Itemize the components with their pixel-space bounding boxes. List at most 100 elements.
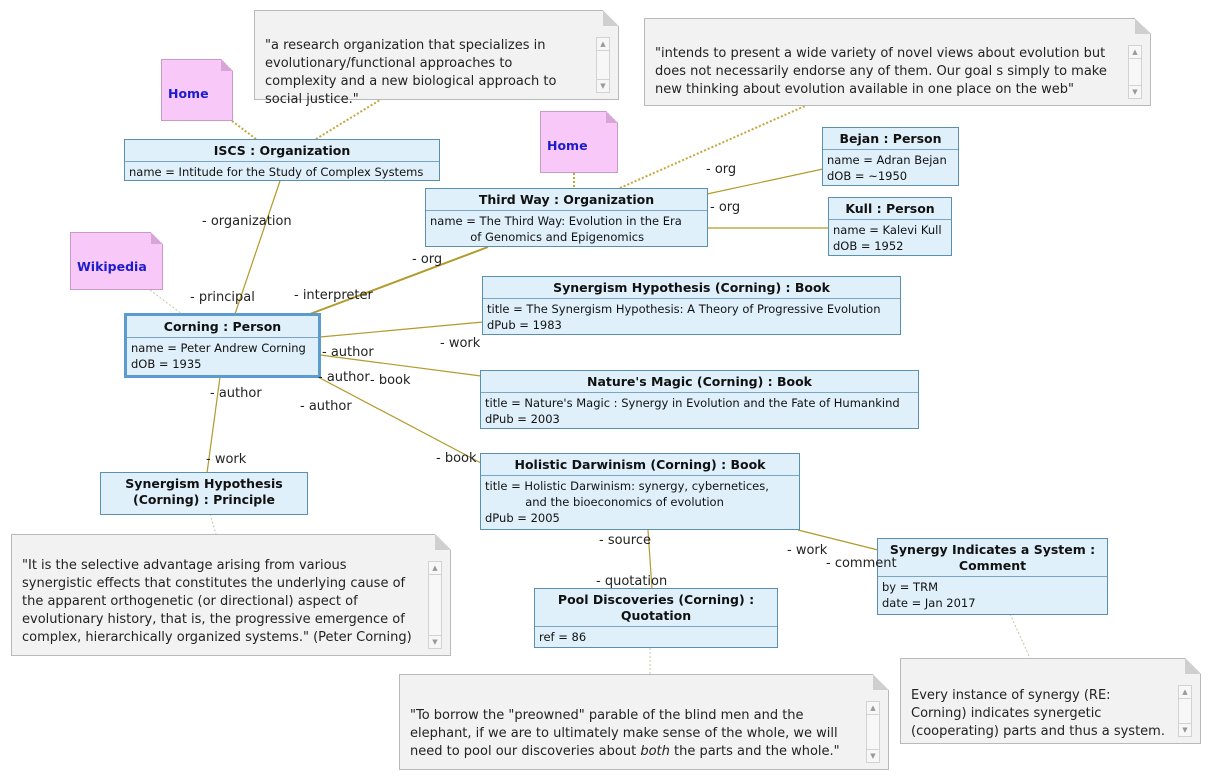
note-fold-corner bbox=[221, 59, 233, 71]
object-title: Pool Discoveries (Corning) : bbox=[557, 592, 755, 607]
role-label: - principal bbox=[190, 290, 255, 305]
note-fold-corner bbox=[873, 674, 889, 690]
link-corning-holistic bbox=[317, 376, 482, 464]
object-title: Comment bbox=[958, 558, 1027, 573]
scroll-up-icon[interactable]: ▲ bbox=[1129, 46, 1141, 59]
note-text: "intends to present a wide variety of no… bbox=[655, 46, 1107, 97]
wikipedia-link[interactable]: Wikipedia bbox=[77, 259, 147, 274]
role-label: - book bbox=[436, 451, 477, 466]
object-attribute: dPub = 2003 bbox=[485, 412, 560, 426]
natures-magic-book-object[interactable]: Nature's Magic (Corning) : Book title = … bbox=[480, 370, 919, 429]
anchor-synsys-note bbox=[1009, 613, 1031, 659]
object-title: Corning : Person bbox=[127, 316, 318, 338]
principle-quote-note: "It is the selective advantage arising f… bbox=[11, 534, 451, 656]
role-label: - source bbox=[599, 533, 651, 548]
object-title: (Corning) : Principle bbox=[133, 492, 275, 507]
anchor-principle-note bbox=[209, 513, 217, 535]
role-label: - quotation bbox=[596, 574, 668, 589]
role-label: - author bbox=[300, 399, 352, 414]
object-title: Synergism Hypothesis (Corning) : Book bbox=[483, 277, 900, 299]
bejan-person-object[interactable]: Bejan : Person name = Adran Bejan dOB = ~… bbox=[822, 127, 959, 186]
role-label: - author bbox=[210, 386, 262, 401]
role-label: - work bbox=[440, 336, 481, 351]
object-title: Holistic Darwinism (Corning) : Book bbox=[481, 454, 799, 476]
object-attribute: date = Jan 2017 bbox=[882, 596, 976, 610]
object-attribute: ref = 86 bbox=[539, 630, 587, 644]
link-corning-synhyp-book bbox=[319, 321, 484, 338]
note-fold-corner bbox=[603, 10, 619, 26]
object-attribute: dOB = 1935 bbox=[131, 357, 202, 371]
wikipedia-link-note[interactable]: Wikipedia bbox=[70, 232, 163, 290]
synergism-hypothesis-book-object[interactable]: Synergism Hypothesis (Corning) : Book ti… bbox=[482, 276, 901, 335]
scroll-up-icon[interactable]: ▲ bbox=[1179, 686, 1191, 699]
note-scrollbar[interactable]: ▲▼ bbox=[1128, 45, 1142, 99]
scroll-down-icon[interactable]: ▼ bbox=[1179, 723, 1191, 736]
note-text: "a research organization that specialize… bbox=[265, 38, 557, 107]
home-link[interactable]: Home bbox=[547, 138, 588, 153]
thirdway-description-note: "intends to present a wide variety of no… bbox=[644, 18, 1151, 106]
synsys-comment-note: Every instance of synergy (RE: Corning) … bbox=[900, 658, 1201, 744]
object-attribute: dOB = 1952 bbox=[833, 239, 904, 253]
scroll-up-icon[interactable]: ▲ bbox=[867, 702, 879, 715]
scroll-down-icon[interactable]: ▼ bbox=[1129, 85, 1141, 98]
link-holistic-synsys bbox=[797, 529, 879, 551]
anchor-iscs-note bbox=[315, 99, 381, 140]
anchor-home1 bbox=[231, 120, 257, 140]
object-attribute: dOB = ~1950 bbox=[827, 169, 908, 183]
note-text: Every instance of synergy (RE: Corning) … bbox=[911, 688, 1165, 739]
object-attribute: name = Adran Bejan bbox=[827, 153, 947, 167]
corning-person-object[interactable]: Corning : Person name = Peter Andrew Cor… bbox=[124, 313, 321, 378]
object-title: Bejan : Person bbox=[823, 128, 958, 150]
link-thirdway-corning bbox=[309, 246, 489, 315]
note-fold-corner bbox=[1185, 658, 1201, 674]
object-attribute: title = Holistic Darwinism: synergy, cyb… bbox=[485, 479, 769, 493]
synergism-hypothesis-principle-object[interactable]: Synergism Hypothesis(Corning) : Principl… bbox=[100, 472, 308, 515]
role-label: - organization bbox=[202, 214, 292, 229]
role-label: - org bbox=[710, 200, 741, 215]
role-label: - work bbox=[206, 452, 247, 467]
note-scrollbar[interactable]: ▲▼ bbox=[1178, 685, 1192, 737]
synergy-indicates-system-comment-object[interactable]: Synergy Indicates a System :Comment by =… bbox=[877, 538, 1108, 615]
link-holistic-pool bbox=[647, 529, 653, 590]
anchor-thirdway-note bbox=[619, 105, 806, 189]
note-fold-corner bbox=[435, 534, 451, 550]
pool-quote-note: "To borrow the "preowned" parable of the… bbox=[399, 674, 889, 770]
scroll-down-icon[interactable]: ▼ bbox=[597, 79, 609, 92]
home-link-note-thirdway[interactable]: Home bbox=[540, 111, 618, 173]
object-attribute: name = Peter Andrew Corning bbox=[131, 341, 306, 355]
object-title: Synergism Hypothesis bbox=[125, 476, 283, 491]
scroll-down-icon[interactable]: ▼ bbox=[867, 749, 879, 762]
object-attribute: dPub = 1983 bbox=[487, 318, 562, 332]
home-link-note-iscs[interactable]: Home bbox=[161, 59, 233, 121]
object-attribute: by = TRM bbox=[882, 580, 938, 594]
object-attribute: title = Nature's Magic : Synergy in Evol… bbox=[485, 396, 900, 410]
scroll-down-icon[interactable]: ▼ bbox=[429, 635, 441, 648]
note-fold-corner bbox=[151, 232, 163, 244]
object-attribute: name = The Third Way: Evolution in the E… bbox=[430, 214, 682, 228]
thirdway-organization-object[interactable]: Third Way : Organization name = The Thir… bbox=[425, 188, 708, 247]
link-corning-natmagic bbox=[319, 354, 482, 377]
link-corning-principle bbox=[206, 376, 221, 474]
holistic-darwinism-book-object[interactable]: Holistic Darwinism (Corning) : Book titl… bbox=[480, 453, 800, 530]
scroll-up-icon[interactable]: ▲ bbox=[429, 562, 441, 575]
note-fold-corner bbox=[606, 111, 618, 123]
object-attribute: name = Intitude for the Study of Complex… bbox=[129, 165, 424, 179]
scroll-up-icon[interactable]: ▲ bbox=[597, 38, 609, 51]
object-title: Quotation bbox=[620, 608, 692, 623]
note-text: "It is the selective advantage arising f… bbox=[22, 558, 412, 645]
note-scrollbar[interactable]: ▲▼ bbox=[866, 701, 880, 763]
note-fold-corner bbox=[1135, 18, 1151, 34]
object-title: Kull : Person bbox=[829, 198, 951, 220]
iscs-organization-object[interactable]: ISCS : Organization name = Intitude for … bbox=[124, 139, 440, 181]
object-attribute: and the bioeconomics of evolution bbox=[485, 495, 724, 509]
note-scrollbar[interactable]: ▲▼ bbox=[428, 561, 442, 649]
role-label: - org bbox=[706, 162, 737, 177]
role-label: - book bbox=[370, 373, 411, 388]
home-link[interactable]: Home bbox=[168, 86, 209, 101]
pool-discoveries-quotation-object[interactable]: Pool Discoveries (Corning) :Quotation re… bbox=[534, 588, 778, 648]
object-title: Synergy Indicates a System : bbox=[889, 542, 1096, 557]
role-label: - work bbox=[787, 543, 828, 558]
note-text: "To borrow the "preowned" parable of the… bbox=[410, 708, 840, 759]
note-scrollbar[interactable]: ▲▼ bbox=[596, 37, 610, 93]
